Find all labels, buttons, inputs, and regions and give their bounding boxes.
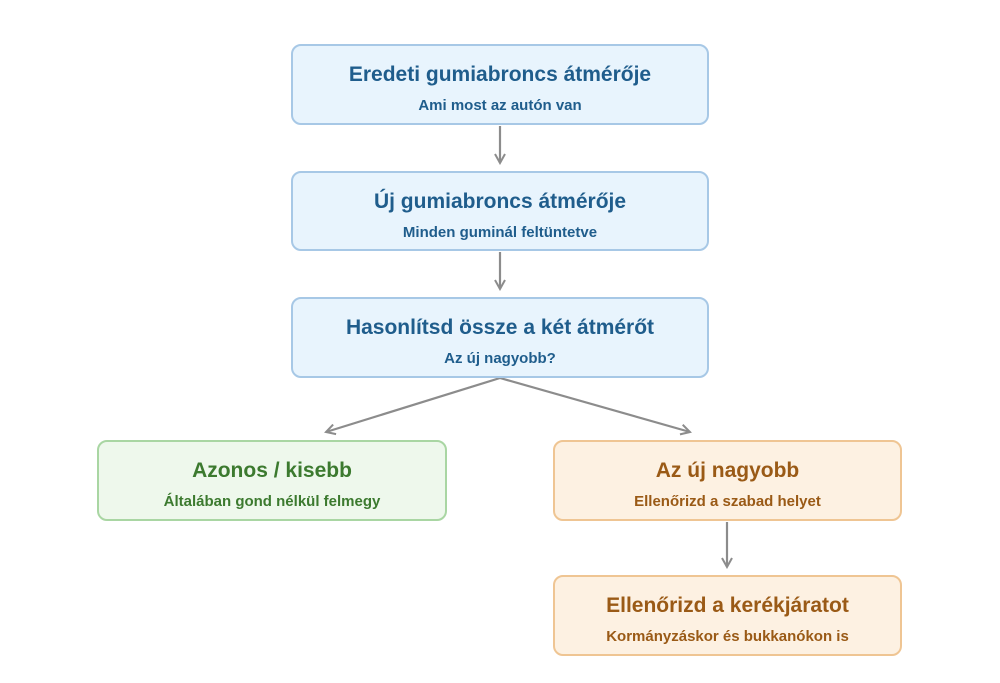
node-subtitle: Általában gond nélkül felmegy	[163, 493, 381, 510]
arrow-compare-to-same	[326, 376, 501, 432]
node-same-or-smaller: Azonos / kisebb Általában gond nélkül fe…	[97, 440, 447, 521]
arrow-compare-to-bigger	[499, 376, 690, 432]
node-subtitle: Kormányzáskor és bukkanókon is	[606, 628, 849, 645]
node-title: Új gumiabroncs átmérője	[373, 190, 627, 213]
node-subtitle: Ellenőrizd a szabad helyet	[634, 493, 821, 510]
node-subtitle: Az új nagyobb?	[444, 350, 556, 367]
node-title: Eredeti gumiabroncs átmérője	[348, 63, 652, 86]
node-title: Azonos / kisebb	[192, 459, 352, 482]
node-compare-diameters: Hasonlítsd össze a két átmérőt Az új nag…	[291, 297, 709, 378]
node-original-diameter: Eredeti gumiabroncs átmérője Ami most az…	[291, 44, 709, 125]
node-subtitle: Minden guminál feltüntetve	[402, 224, 598, 241]
node-subtitle: Ami most az autón van	[418, 97, 582, 114]
node-title: Ellenőrizd a kerékjáratot	[606, 594, 849, 617]
node-check-wheel-well: Ellenőrizd a kerékjáratot Kormányzáskor …	[553, 575, 902, 656]
node-new-is-bigger: Az új nagyobb Ellenőrizd a szabad helyet	[553, 440, 902, 521]
node-title: Hasonlítsd össze a két átmérőt	[345, 316, 655, 339]
node-title: Az új nagyobb	[655, 459, 800, 482]
node-new-diameter: Új gumiabroncs átmérője Minden guminál f…	[291, 171, 709, 251]
